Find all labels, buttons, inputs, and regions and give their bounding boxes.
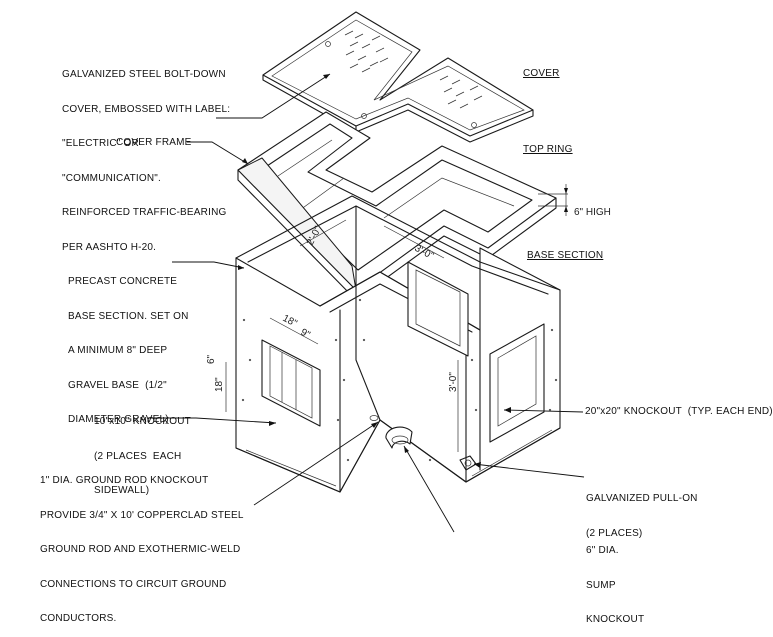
dim-3-0-side: 3'-0": [448, 372, 459, 392]
base-section-note: PRECAST CONCRETE BASE SECTION. SET ON A …: [68, 276, 189, 425]
knockout-10x10: [261, 339, 321, 427]
title-base-section: BASE SECTION: [527, 250, 604, 261]
ground-rod-knockout: [369, 415, 379, 421]
cover-note: GALVANIZED STEEL BOLT-DOWN COVER, EMBOSS…: [62, 69, 231, 253]
dim-6: 6": [206, 354, 217, 364]
sump-knockout: [385, 426, 413, 449]
cover-embossed-label: [344, 30, 483, 109]
knockout-20x20: [489, 323, 545, 443]
title-top-ring: TOP RING: [523, 144, 573, 155]
dim-6-high: 6" HIGH: [574, 207, 611, 218]
leader-lines: [148, 73, 585, 533]
knockout-10-note: 10"x10" KNOCKOUT (2 PLACES EACH SIDEWALL…: [94, 416, 191, 496]
concrete-aggregate: [241, 298, 558, 462]
cover-plate: [262, 11, 534, 143]
ground-rod-note: 1" DIA. GROUND ROD KNOCKOUT PROVIDE 3/4"…: [40, 475, 244, 624]
sump-note: 6" DIA. SUMP KNOCKOUT: [586, 545, 645, 625]
knockout-inner-wall: [407, 261, 469, 357]
title-cover: COVER: [523, 68, 560, 79]
base-section: [235, 195, 561, 493]
handhole-isometric-drawing: 6" HIGH 2'-0" 3'-0" 18" 9" 6" 18" 3'-0": [148, 11, 611, 533]
pull-on-note: GALVANIZED PULL-ON (2 PLACES): [586, 493, 698, 539]
knockout-20-note: 20"x20" KNOCKOUT (TYP. EACH END): [585, 406, 773, 417]
top-ring: [237, 111, 557, 301]
dim-18-side: 18": [214, 377, 225, 392]
cover-frame-label: COVER FRAME: [116, 137, 192, 148]
dimension-lines: [225, 184, 568, 452]
